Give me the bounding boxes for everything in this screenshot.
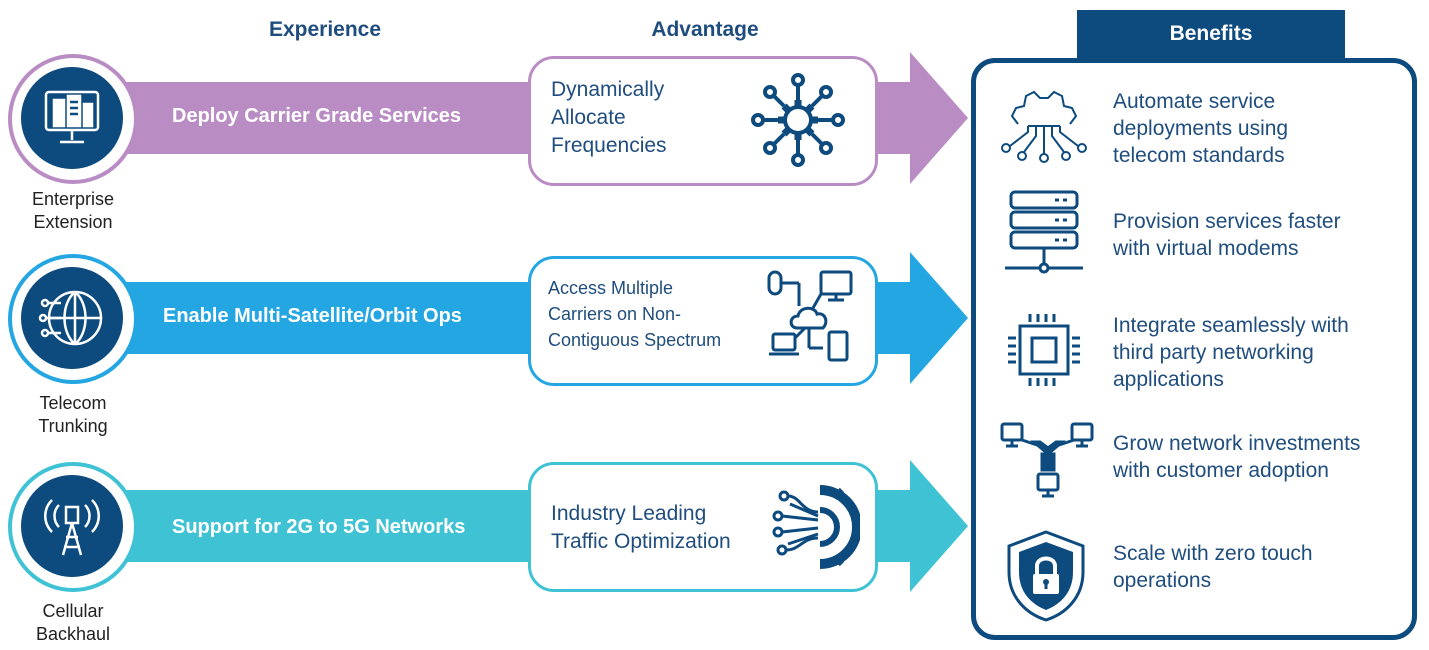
shield-lock-icon (1007, 530, 1085, 622)
server-rack-icon (1005, 190, 1083, 274)
experience-circle-telecom (8, 254, 138, 384)
circuit-gear-icon (1001, 90, 1087, 163)
cloud-devices-icon (767, 270, 853, 362)
globe-circuit-icon (38, 290, 103, 346)
benefits-header: Benefits (1077, 10, 1345, 58)
experience-label-cellular: Cellular Backhaul (35, 601, 111, 644)
benefit-text-2: Provision services faster with virtual m… (1113, 210, 1341, 260)
benefit-text-4: Grow network investments with customer a… (1113, 432, 1361, 482)
benefit-text-1: Automate service deployments using telec… (1113, 90, 1289, 167)
benefit-text-5: Scale with zero touch operations (1113, 542, 1313, 592)
experience-circle-enterprise (8, 54, 138, 184)
advantage-header: Advantage (651, 18, 759, 41)
network-monitors-icon (1000, 422, 1094, 498)
enterprise-building-icon (44, 90, 100, 144)
advantage-text-2: Access Multiple Carriers on Non- Contigu… (548, 278, 722, 350)
advantage-text-1: Dynamically Allocate Frequencies (551, 78, 667, 157)
benefit-text-3: Integrate seamlessly with third party ne… (1113, 314, 1349, 391)
experience-label-telecom: Telecom Trunking (38, 393, 108, 436)
gear-network-icon (751, 73, 845, 167)
band-label-3: Support for 2G to 5G Networks (172, 515, 466, 538)
experience-circle-cellular (8, 462, 138, 592)
chip-icon (1008, 314, 1080, 386)
advantage-text-3: Industry Leading Traffic Optimization (551, 502, 731, 553)
advantage-box-3 (528, 462, 878, 592)
traffic-gear-icon (772, 485, 860, 569)
experience-header: Experience (268, 18, 382, 41)
band-label-2: Enable Multi-Satellite/Orbit Ops (163, 304, 462, 327)
band-label-1: Deploy Carrier Grade Services (172, 104, 462, 127)
cell-tower-icon (44, 499, 100, 556)
experience-label-enterprise: Enterprise Extension (31, 189, 115, 232)
